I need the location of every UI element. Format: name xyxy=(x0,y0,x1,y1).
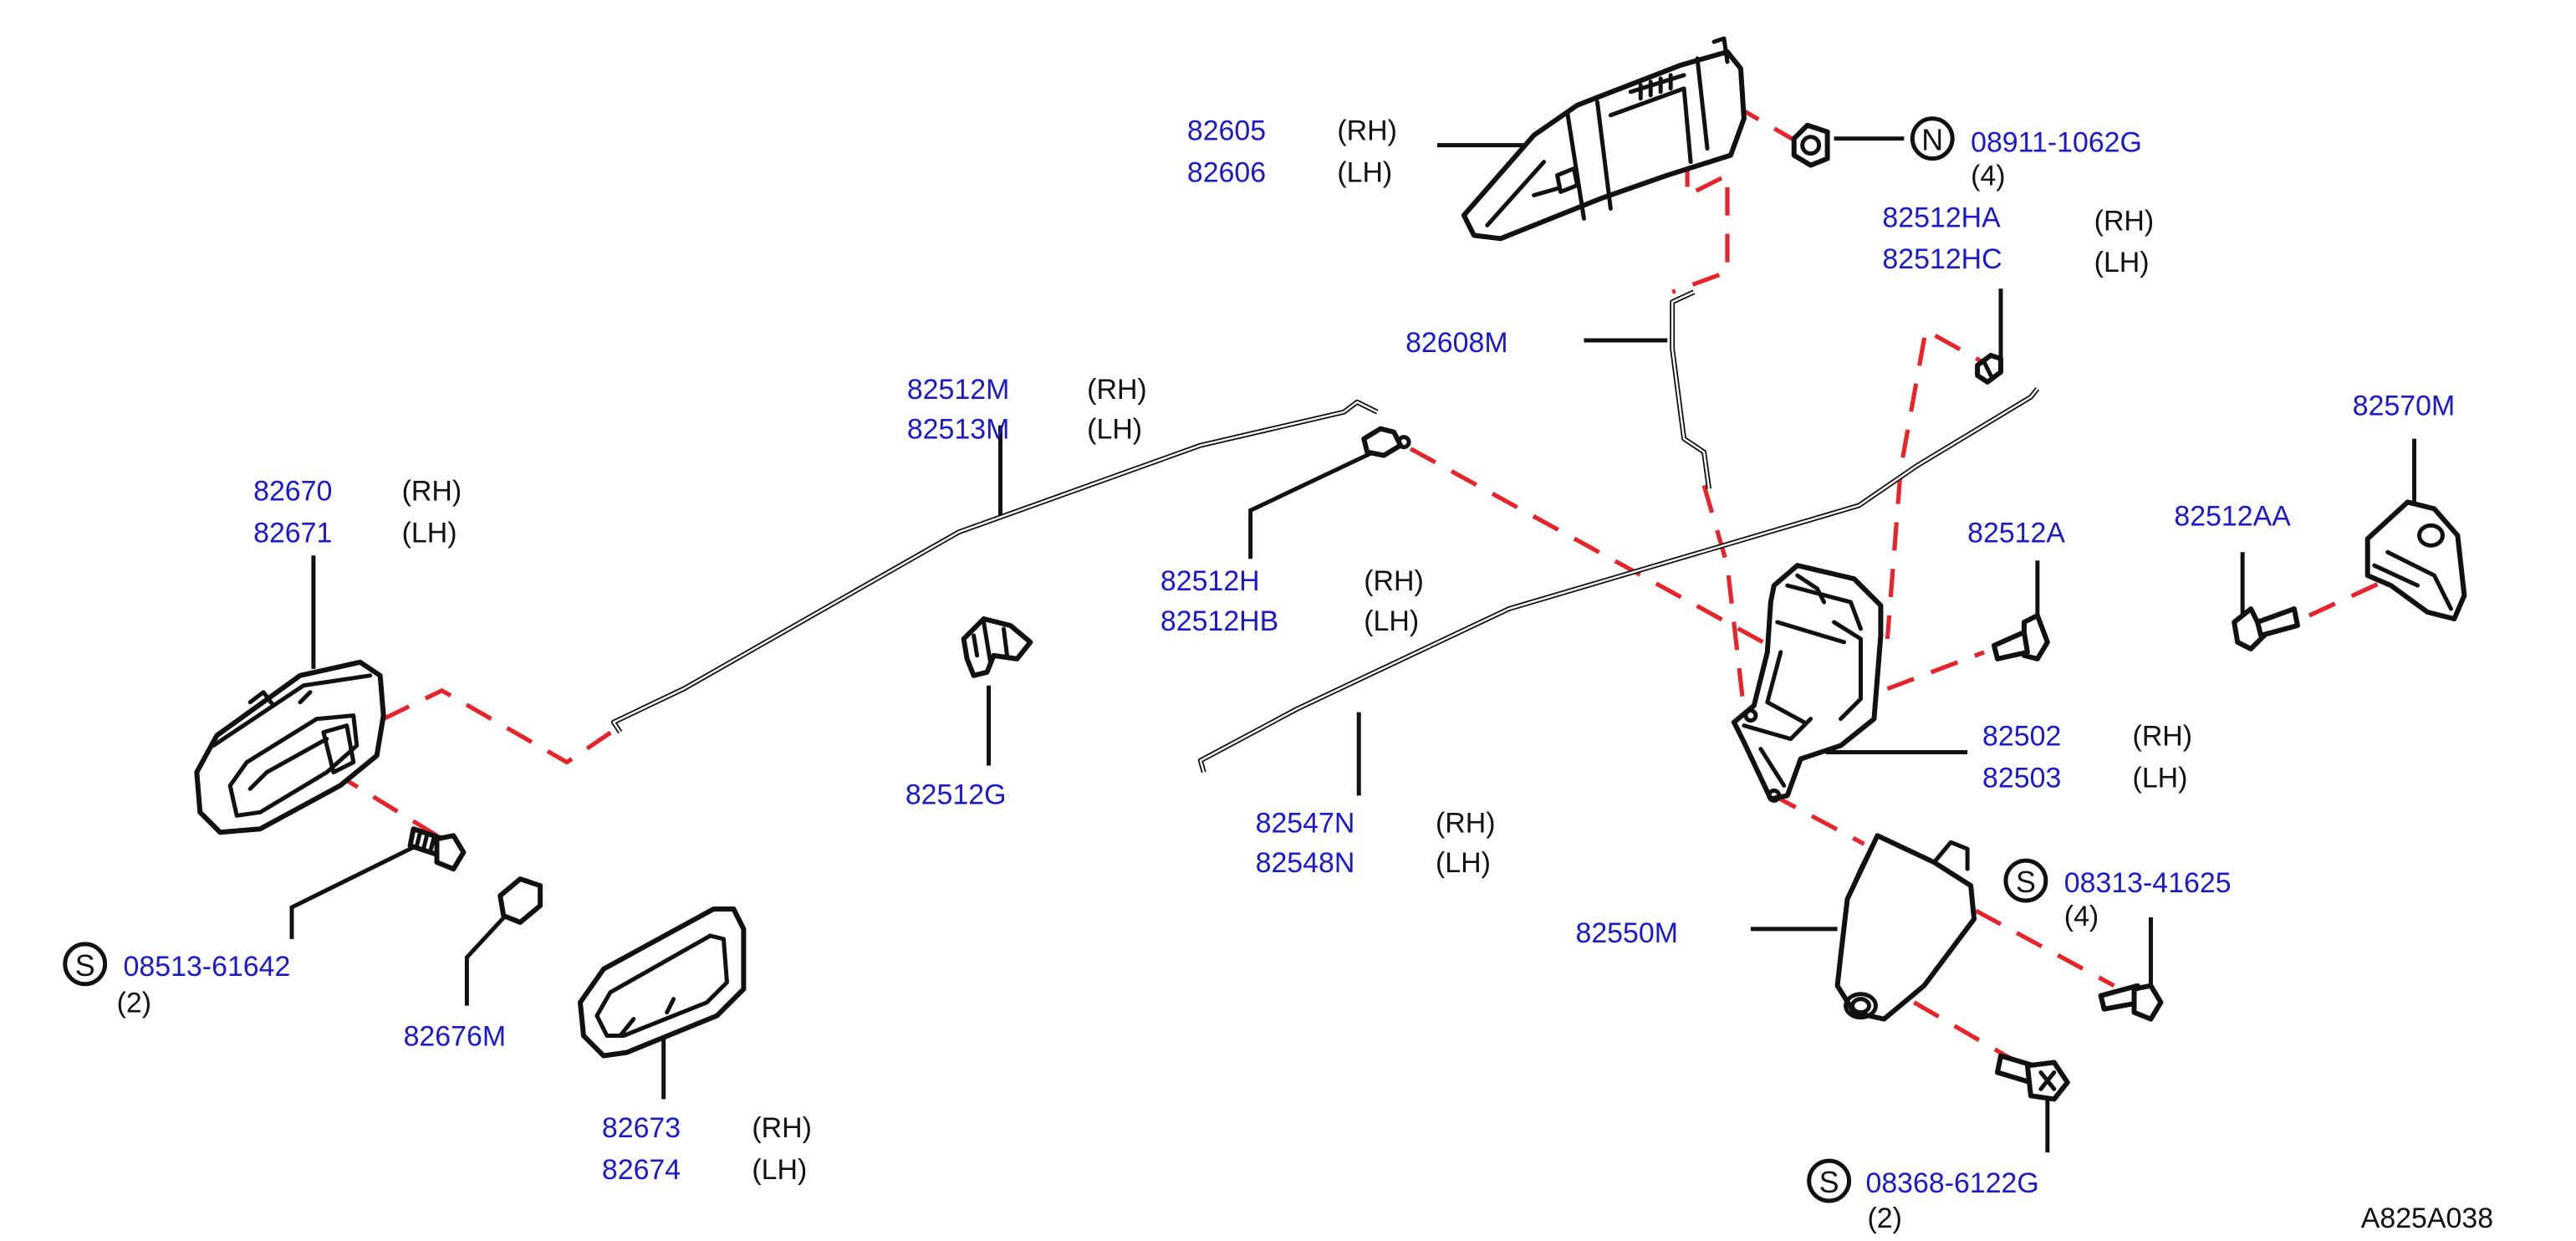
label-lh-5: (LH) xyxy=(1364,605,1419,637)
inside-door-handle xyxy=(194,659,386,835)
clip-82512g xyxy=(961,616,1033,678)
symbol-s-text-08513: S xyxy=(75,949,95,983)
label-lh-3: (LH) xyxy=(1087,414,1142,446)
label-qty-4b: (4) xyxy=(2064,901,2099,932)
label-rh-8: (RH) xyxy=(752,1112,812,1144)
label-82670: 82670 xyxy=(253,475,332,507)
lock-protector-cover xyxy=(1834,833,1977,1022)
label-82513m: 82513M xyxy=(907,414,1009,446)
striker-screw-82512a xyxy=(1992,613,2050,661)
part-labels: 82605 82606 (RH) (LH) 08911-1062G (4) 82… xyxy=(117,115,2493,1234)
label-82605: 82605 xyxy=(1187,115,1266,147)
label-82676m: 82676M xyxy=(404,1021,506,1053)
label-82673: 82673 xyxy=(602,1112,681,1144)
screw-08513 xyxy=(407,826,467,872)
label-lh-7: (LH) xyxy=(1436,847,1491,879)
label-82570m: 82570M xyxy=(2353,391,2455,422)
label-82608m: 82608M xyxy=(1405,327,1507,359)
door-striker xyxy=(2364,499,2467,621)
symbol-s-text-08368: S xyxy=(1819,1166,1839,1199)
label-82512aa: 82512AA xyxy=(2174,500,2291,532)
outside-door-handle xyxy=(1461,36,1747,242)
label-rh-3: (RH) xyxy=(1087,374,1147,406)
symbol-n-text: N xyxy=(1921,124,1943,157)
label-82512hc: 82512HC xyxy=(1882,243,2002,275)
label-rh-5: (RH) xyxy=(1364,565,1424,597)
label-rh-1: (RH) xyxy=(1337,115,1397,147)
label-qty-2b: (2) xyxy=(1867,1203,1901,1234)
rod-82512m xyxy=(610,399,1379,734)
rod-82608m xyxy=(1670,289,1711,489)
label-08313: 08313-41625 xyxy=(2064,867,2232,899)
label-82502: 82502 xyxy=(1982,721,2061,753)
label-qty-2a: (2) xyxy=(117,988,151,1019)
label-08911: 08911-1062G xyxy=(1971,127,2142,159)
label-82512g: 82512G xyxy=(905,779,1007,810)
leader-lines xyxy=(289,136,2417,1153)
label-82671: 82671 xyxy=(253,517,332,549)
label-lh-2: (LH) xyxy=(2094,247,2150,278)
label-82512ha: 82512HA xyxy=(1882,202,2001,233)
label-rh-6: (RH) xyxy=(2133,721,2193,753)
rod-82547n xyxy=(1197,386,2040,774)
clip-82512h xyxy=(1361,426,1411,458)
symbol-circle-s-08313: S xyxy=(2003,858,2048,903)
label-82550m: 82550M xyxy=(1575,917,1677,949)
label-lh-6: (LH) xyxy=(2133,762,2188,794)
clip-82512ha xyxy=(1975,352,2004,385)
label-82548n: 82548N xyxy=(1256,847,1355,879)
symbol-circle-n: N xyxy=(1910,116,1955,161)
label-82674: 82674 xyxy=(602,1154,681,1186)
bolt-08313 xyxy=(2098,983,2164,1022)
label-lh-8: (LH) xyxy=(752,1154,807,1186)
figure-code: A825A038 xyxy=(2361,1203,2493,1234)
handle-escutcheon xyxy=(577,906,747,1059)
bolt-08368 xyxy=(1995,1053,2070,1102)
label-82512a: 82512A xyxy=(1967,517,2065,549)
label-lh-4: (LH) xyxy=(402,517,457,549)
symbol-circle-s-08368: S xyxy=(1807,1158,1852,1203)
striker-screw-82512aa xyxy=(2232,606,2300,651)
hex-nut-08911 xyxy=(1791,122,1830,168)
label-82512hb: 82512HB xyxy=(1160,605,1278,637)
cap-82676m xyxy=(497,876,543,925)
label-82547n: 82547N xyxy=(1256,807,1355,839)
label-rh-4: (RH) xyxy=(402,475,462,507)
label-82606: 82606 xyxy=(1187,157,1266,189)
label-82503: 82503 xyxy=(1982,762,2061,794)
label-82512h: 82512H xyxy=(1160,565,1260,597)
door-lock-actuator xyxy=(1731,563,1884,803)
label-08513: 08513-61642 xyxy=(124,951,291,983)
label-lh-1: (LH) xyxy=(1337,157,1392,189)
label-82512m: 82512M xyxy=(907,374,1009,406)
label-qty-4a: (4) xyxy=(1971,161,2005,192)
label-08368: 08368-6122G xyxy=(1865,1167,2038,1199)
symbol-s-text-08313: S xyxy=(2016,866,2036,899)
label-rh-2: (RH) xyxy=(2094,205,2155,237)
symbol-circle-s-08513: S xyxy=(63,942,108,987)
label-rh-7: (RH) xyxy=(1436,807,1496,839)
